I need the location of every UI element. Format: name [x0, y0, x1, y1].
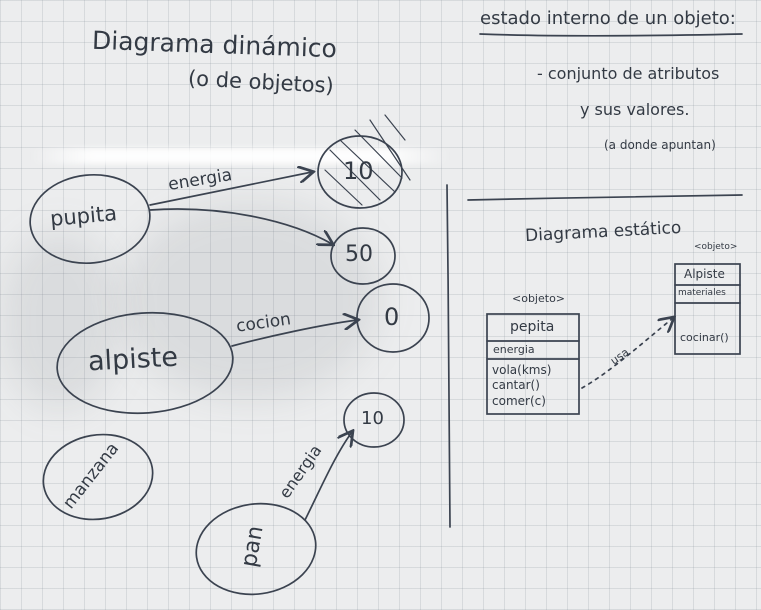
pupita-object-circle [29, 173, 151, 265]
second-arrow [149, 208, 332, 244]
alpiste-class-box [674, 263, 741, 355]
alpiste-attribute: materiales [678, 288, 726, 298]
value-circle-pan [343, 392, 405, 448]
background-shadow [120, 200, 380, 400]
vertical-divider [446, 184, 451, 528]
alpiste-stereotype: <objeto> [694, 242, 738, 252]
note-line-2: y sus valores. [580, 100, 690, 119]
light-glare [30, 148, 450, 164]
pan-energia-arrow [304, 432, 352, 521]
note-line-1: - conjunto de atributos [537, 64, 720, 83]
pepita-attribute: energia [493, 343, 535, 356]
pepita-method: comer(c) [492, 394, 546, 408]
value-circle-50 [330, 227, 396, 285]
note-line-3: (a donde apuntan) [604, 138, 716, 152]
uses-dependency [581, 318, 673, 389]
cocion-arrow [231, 320, 357, 347]
pepita-method: vola(kms) [492, 363, 552, 377]
pepita-stereotype: <objeto> [512, 292, 566, 305]
value-circle-10-crossed [317, 135, 403, 209]
object-label-alpiste: alpiste [87, 341, 179, 378]
pepita-class-name: pepita [510, 319, 555, 335]
pan-object-circle [195, 502, 317, 596]
right-separator [467, 194, 743, 201]
pepita-class-box [486, 313, 580, 415]
alpiste-class-name: Alpiste [684, 267, 725, 281]
value-50: 50 [345, 242, 373, 267]
pepita-method: cantar() [492, 378, 540, 392]
title-underline [479, 33, 743, 37]
scribble-cross [324, 114, 411, 206]
energia-arrow [149, 172, 312, 206]
alpiste-method: cocinar() [680, 331, 729, 344]
manzana-object-circle [42, 433, 154, 521]
value-pan-10: 10 [361, 408, 384, 429]
value-10-crossed: 10 [343, 157, 374, 185]
alpiste-object-circle [56, 311, 234, 415]
value-0: 0 [384, 303, 400, 331]
internal-state-heading: estado interno de un objeto: [480, 8, 736, 29]
